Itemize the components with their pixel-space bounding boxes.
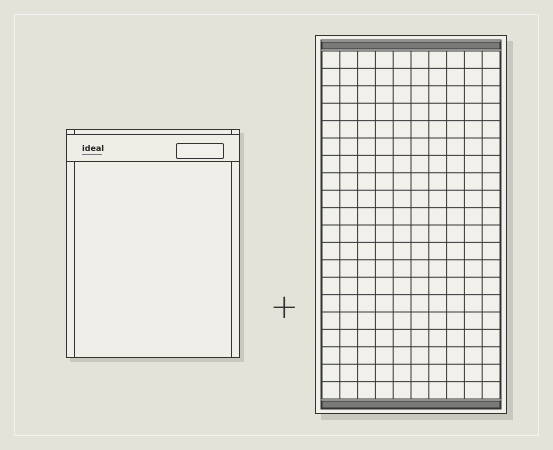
boiler-brand-logo: ideal [82,145,104,153]
boiler-control-band: ideal [67,134,239,162]
boiler-brand-tagline [82,154,102,156]
boiler-side-left [74,130,75,357]
boiler-side-right [231,130,232,357]
plus-symbol: + [270,290,299,324]
boiler-unit: ideal [66,129,240,358]
panel-bottom-bar [322,401,500,408]
panel-top-bar [322,42,500,49]
solar-panel-grid [316,36,508,415]
solar-panel [315,35,507,414]
boiler-display-panel [176,143,224,159]
